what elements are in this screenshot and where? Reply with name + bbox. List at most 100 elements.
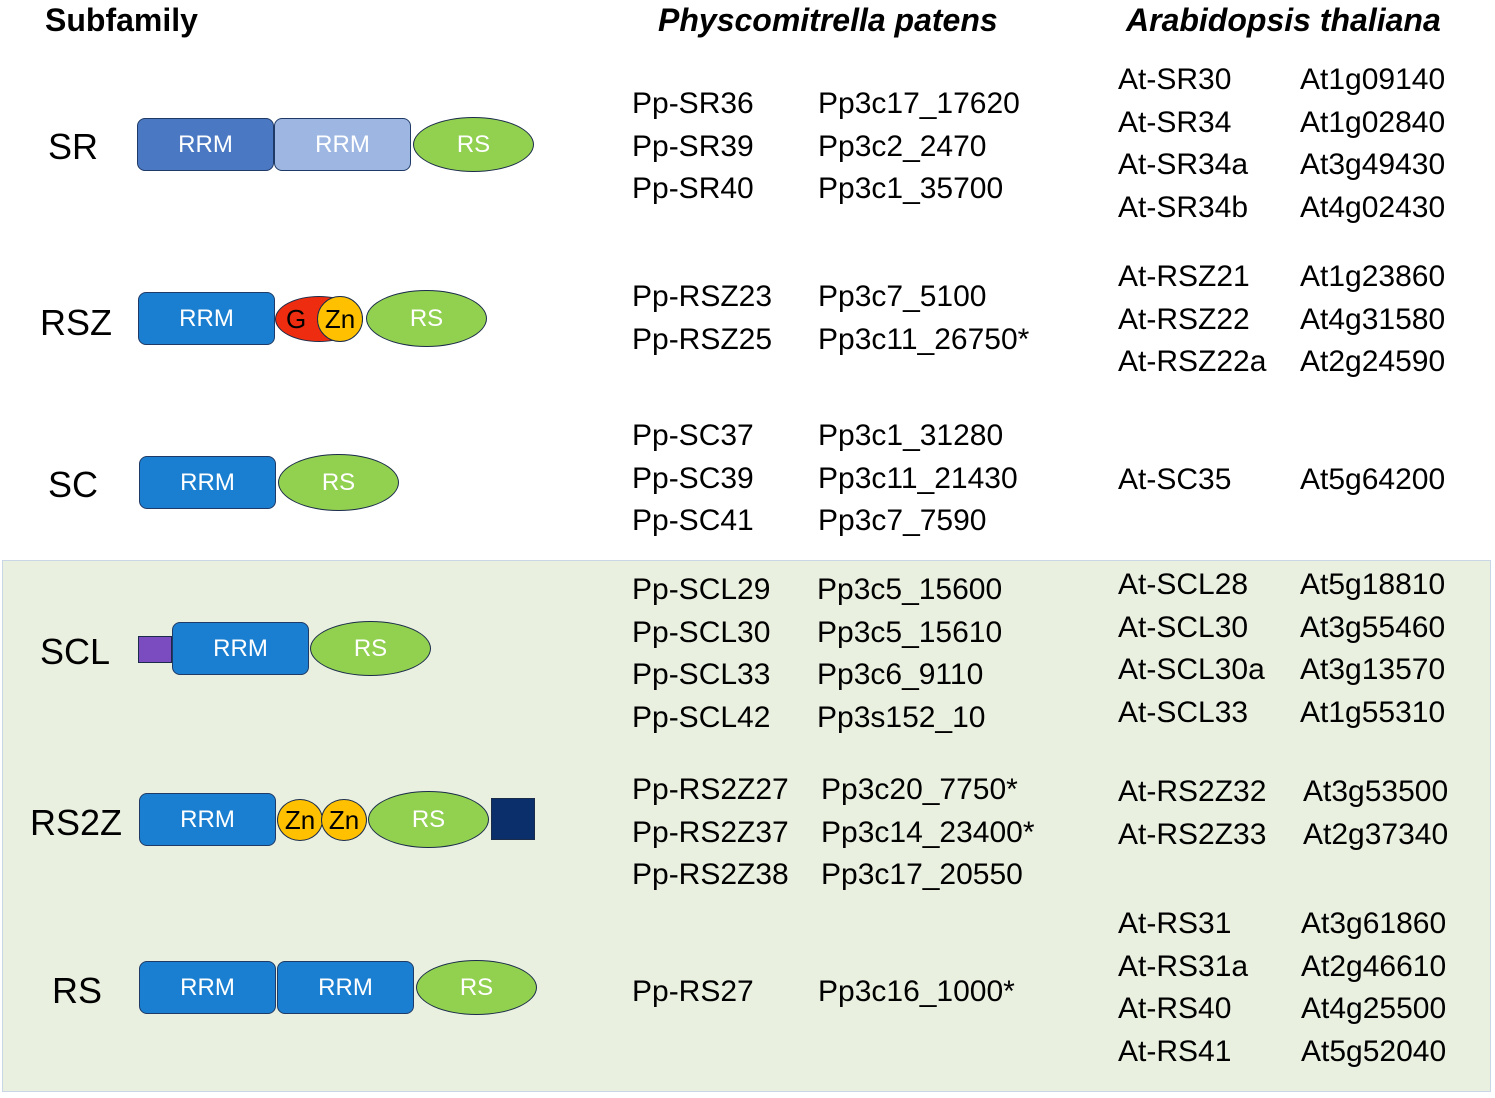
at-gene-list: At-SC35 [1118,459,1231,502]
c-terminal-extension-domain [491,798,535,840]
gene-locus: At5g64200 [1300,463,1446,496]
gene-name: Pp-SC39 [632,461,754,495]
subfamily-label: SC [48,464,99,505]
pp-locus-list: Pp3c17_17620 Pp3c2_2470 Pp3c1_35700 [818,83,1020,211]
zinc-knuckle-domain: Zn [321,799,367,841]
rs-domain: RS [310,621,431,676]
gene-name: At-RS2Z33 [1118,817,1267,851]
header-subfamily: Subfamily [45,2,198,38]
gene-locus: At1g23860 [1300,260,1446,293]
subfamily-label: SCL [40,631,111,672]
gene-locus: Pp3c11_26750* [818,322,1030,356]
gene-locus: Pp3c7_5100 [818,280,987,313]
rs-domain: RS [416,960,537,1015]
gene-name: At-SCL30a [1118,653,1265,686]
rrm-domain: RRM [277,961,414,1014]
gene-locus: Pp3s152_10 [817,700,986,734]
gene-name: Pp-RS27 [632,975,754,1008]
gene-locus: At3g55460 [1300,610,1446,644]
rrm-domain: RRM [139,793,276,846]
rrm-domain: RRM [172,622,309,675]
at-locus-list: At5g18810 At3g55460 At3g13570 At1g55310 [1300,564,1445,734]
gene-name: Pp-SR40 [632,172,754,205]
gene-name: Pp-RS2Z38 [632,858,789,891]
gene-locus: Pp3c7_7590 [818,504,987,537]
header-arabidopsis: Arabidopsis thaliana [1126,2,1441,38]
gene-locus: At5g18810 [1300,568,1446,601]
gene-locus: Pp3c17_17620 [818,87,1020,120]
gene-locus: At4g02430 [1300,190,1446,224]
rs-domain: RS [366,290,487,347]
gene-name: Pp-RS2Z27 [632,773,789,806]
rs-domain: RS [278,454,399,511]
gene-name: Pp-RS2Z37 [632,815,789,849]
gene-locus: Pp3c11_21430 [818,461,1018,495]
rrm-domain: RRM [139,456,276,509]
gene-name: Pp-RSZ25 [632,322,773,356]
gene-name: At-SCL33 [1118,695,1249,729]
rrm-domain: RRM [274,118,411,171]
gene-locus: At3g61860 [1301,907,1447,940]
gene-name: Pp-RSZ23 [632,280,773,313]
at-locus-list: At1g23860 At4g31580 At2g24590 [1300,256,1445,384]
gene-name: Pp-SCL29 [632,573,771,606]
pp-locus-list: Pp3c1_31280 Pp3c11_21430 Pp3c7_7590 [818,415,1018,543]
pp-gene-list: Pp-RSZ23 Pp-RSZ25 [632,276,772,361]
gene-locus: At4g25500 [1301,992,1447,1025]
subfamily-label: RS2Z [30,802,123,843]
header-physcomitrella: Physcomitrella patens [658,2,998,38]
rrm-domain: RRM [138,292,275,345]
at-gene-list: At-SR30 At-SR34 At-SR34a At-SR34b [1118,59,1248,229]
gene-name: Pp-SC41 [632,504,754,537]
gene-locus: At4g31580 [1300,302,1446,336]
pp-locus-list: Pp3c20_7750* Pp3c14_23400* Pp3c17_20550 [821,769,1035,897]
gene-name: At-SC35 [1118,463,1232,496]
rrm-domain: RRM [139,961,276,1014]
gene-locus: Pp3c1_35700 [818,172,1004,205]
gene-locus: Pp3c6_9110 [817,658,984,691]
at-locus-list: At1g09140 At1g02840 At3g49430 At4g02430 [1300,59,1445,229]
gene-name: At-RS2Z32 [1118,775,1267,808]
gene-name: Pp-SR39 [632,129,754,163]
pp-locus-list: Pp3c5_15600 Pp3c5_15610 Pp3c6_9110 Pp3s1… [817,569,1002,739]
n-terminal-extension-domain [138,636,172,663]
gene-name: At-RSZ22 [1118,302,1250,336]
gene-name: Pp-SCL33 [632,658,771,691]
gene-locus: At1g09140 [1300,63,1446,96]
gene-locus: At5g52040 [1301,1034,1447,1068]
gene-name: At-SR34b [1118,190,1249,224]
gene-name: Pp-SCL42 [632,700,771,734]
rs-domain: RS [368,791,489,848]
at-gene-list: At-SCL28 At-SCL30 At-SCL30a At-SCL33 [1118,564,1265,734]
gene-name: At-SCL28 [1118,568,1249,601]
gene-locus: Pp3c17_20550 [821,858,1023,891]
gene-name: At-RSZ22a [1118,345,1267,378]
zinc-knuckle-domain: Zn [277,799,323,841]
gene-name: At-SCL30 [1118,610,1249,644]
gene-name: At-SR30 [1118,63,1232,96]
gene-name: At-RS31 [1118,907,1232,940]
rrm-domain: RRM [137,118,274,171]
gene-locus: Pp3c16_1000* [818,975,1015,1008]
pp-gene-list: Pp-SCL29 Pp-SCL30 Pp-SCL33 Pp-SCL42 [632,569,770,739]
gene-name: Pp-SR36 [632,87,754,120]
gene-locus: At3g13570 [1300,653,1446,686]
pp-locus-list: Pp3c16_1000* [818,971,1015,1014]
subfamily-label: RS [52,970,103,1011]
gene-name: Pp-SCL30 [632,615,771,649]
gene-name: At-SR34 [1118,105,1232,139]
gene-locus: Pp3c5_15610 [817,615,1003,649]
pp-gene-list: Pp-RS2Z27 Pp-RS2Z37 Pp-RS2Z38 [632,769,789,897]
at-gene-list: At-RS2Z32 At-RS2Z33 [1118,771,1266,856]
gene-locus: Pp3c1_31280 [818,419,1004,452]
gene-name: At-RS31a [1118,949,1249,983]
gene-name: At-RS40 [1118,992,1232,1025]
gene-name: At-RSZ21 [1118,260,1250,293]
pp-gene-list: Pp-SC37 Pp-SC39 Pp-SC41 [632,415,754,543]
zinc-knuckle-domain: Zn [317,296,363,342]
at-locus-list: At3g53500 At2g37340 [1303,771,1448,856]
gene-locus: At2g46610 [1301,949,1447,983]
subfamily-label: SR [48,126,99,167]
gene-locus: At1g02840 [1300,105,1446,139]
at-locus-list: At3g61860 At2g46610 At4g25500 At5g52040 [1301,903,1446,1073]
